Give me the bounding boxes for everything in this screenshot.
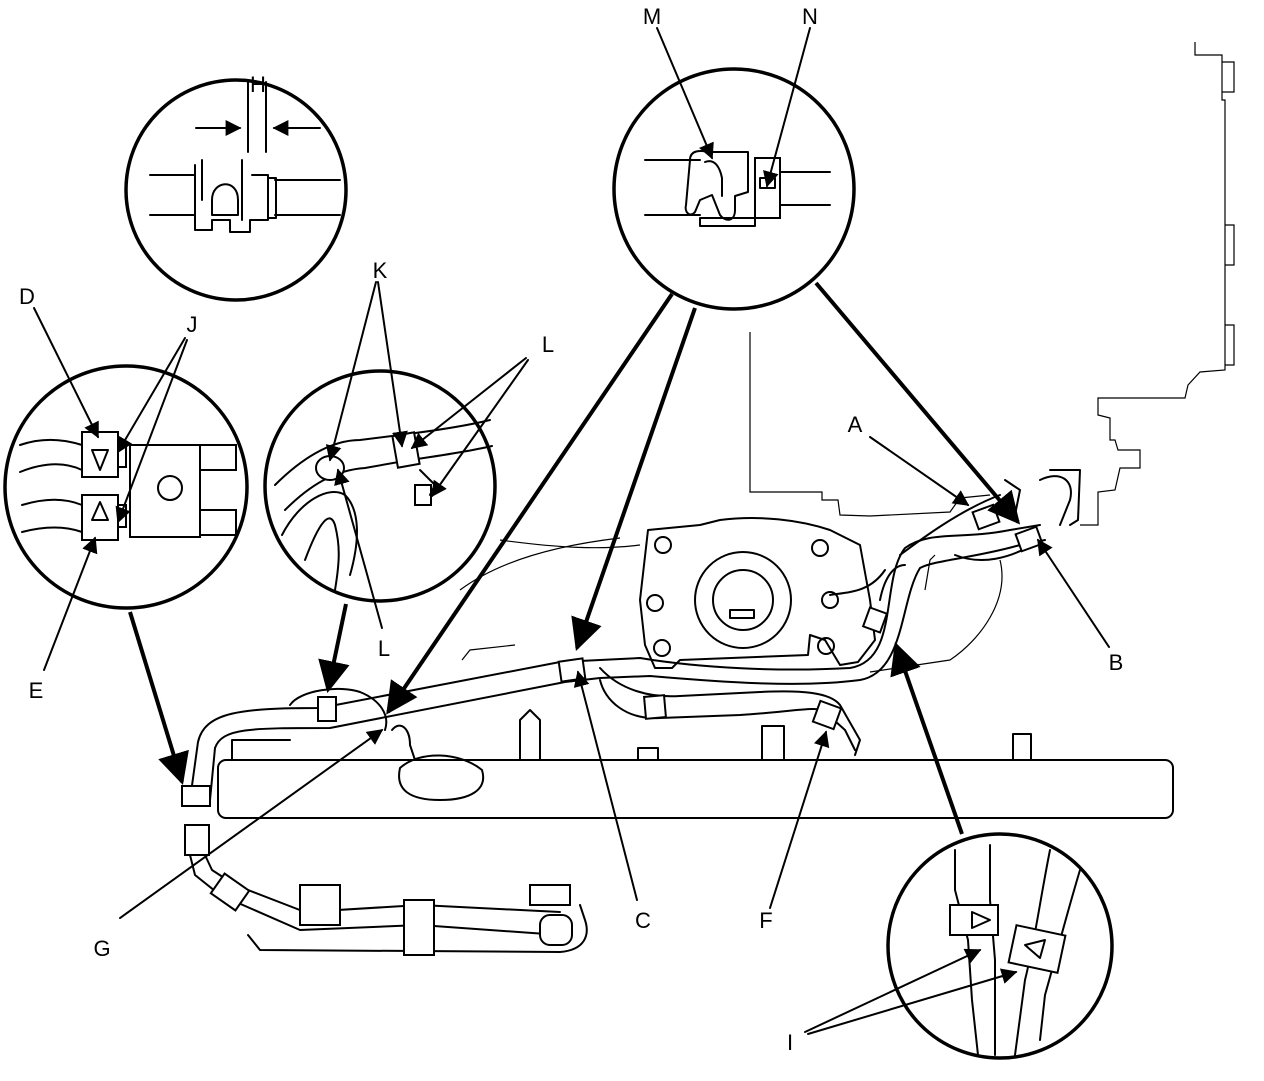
label-l-lower: L xyxy=(378,636,390,661)
callout-d-e-j xyxy=(3,364,249,610)
label-k: K xyxy=(373,258,388,283)
label-j: J xyxy=(187,312,198,337)
label-l-upper: L xyxy=(542,332,554,357)
callout-arrows xyxy=(128,281,1021,835)
label-e: E xyxy=(29,678,44,703)
label-i: I xyxy=(787,1030,793,1055)
callout-h: H xyxy=(124,72,348,302)
callout-m-n xyxy=(612,67,856,311)
label-b: B xyxy=(1109,650,1124,675)
callout-k-l xyxy=(263,369,497,603)
engine-outline xyxy=(459,42,1235,673)
rail xyxy=(217,709,1174,819)
label-m: M xyxy=(643,4,661,29)
label-h: H xyxy=(250,72,266,97)
callout-i xyxy=(886,832,1114,1060)
labels: A B C D E F G I J K L L M N xyxy=(19,4,1123,1055)
label-n: N xyxy=(802,4,818,29)
label-g: G xyxy=(93,936,110,961)
pump-housing xyxy=(639,517,876,669)
label-leaders xyxy=(33,27,1110,1035)
label-c: C xyxy=(635,908,651,933)
label-d: D xyxy=(19,284,35,309)
label-a: A xyxy=(848,412,863,437)
label-f: F xyxy=(759,908,772,933)
